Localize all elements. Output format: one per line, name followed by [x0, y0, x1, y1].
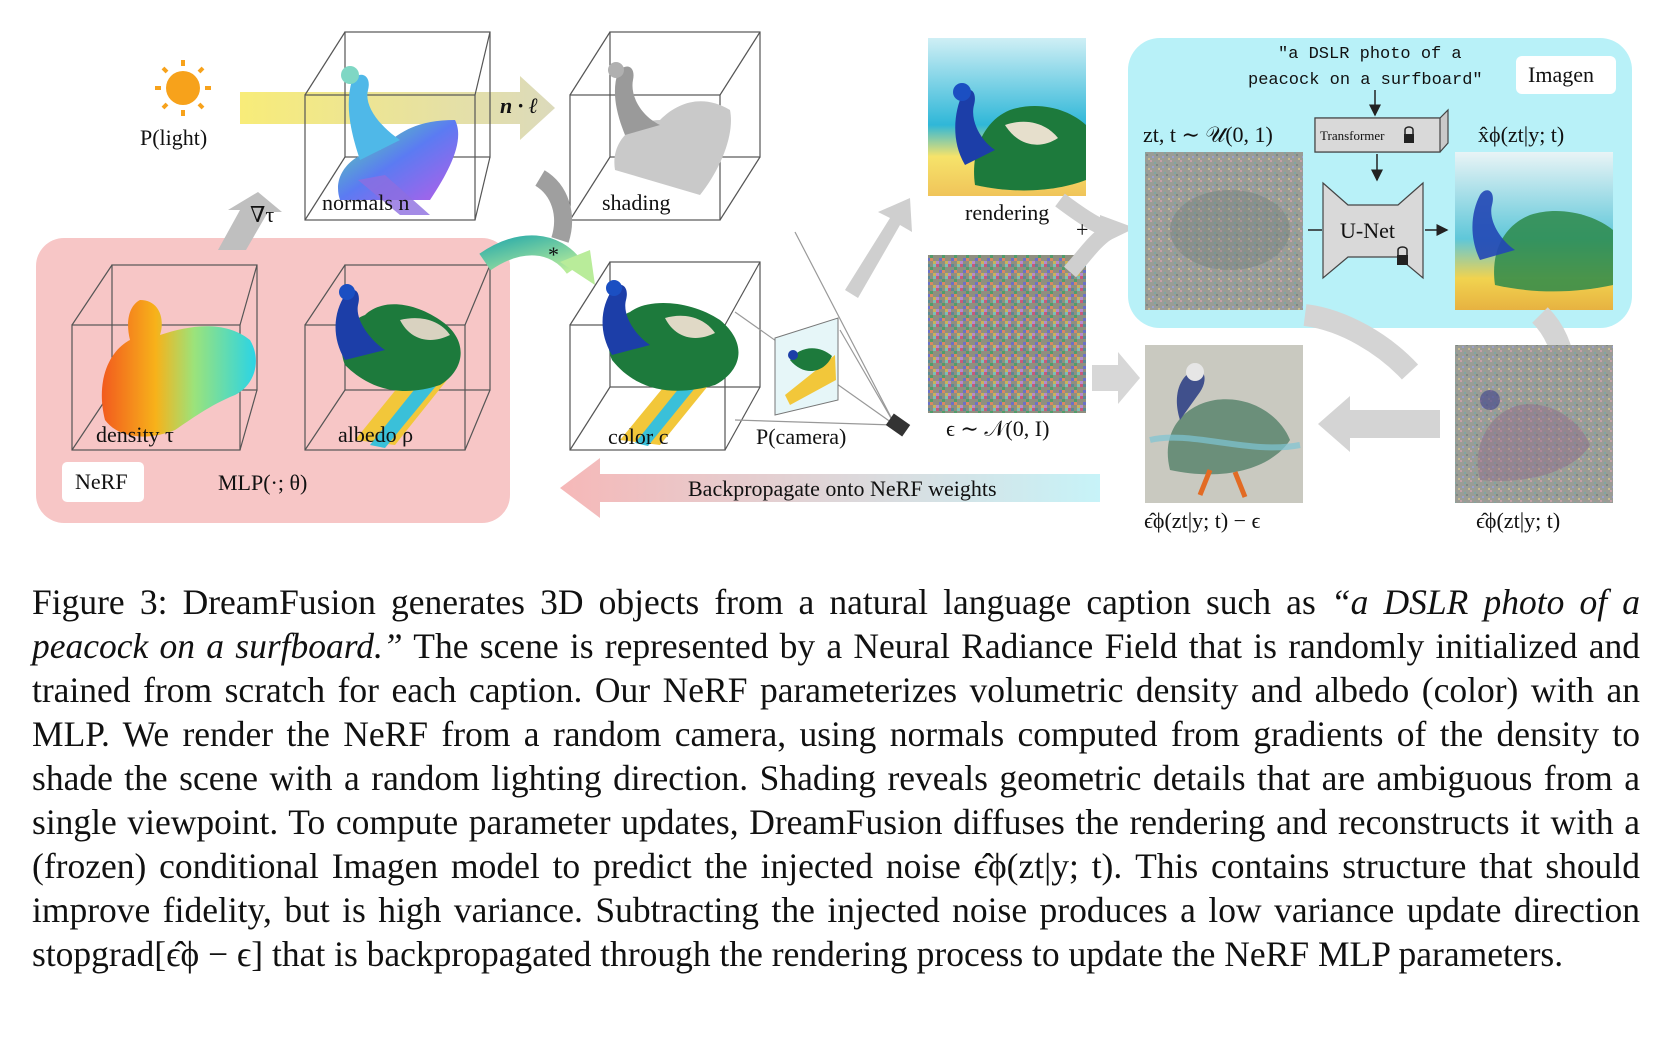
zt-noisy-image — [1145, 152, 1303, 310]
epshat-label: ϵ̂ϕ(zt|y; t) — [1476, 508, 1560, 533]
imagen-label-box — [1516, 56, 1616, 94]
diff-label: ϵ̂ϕ(zt|y; t) − ϵ — [1144, 508, 1261, 533]
noise-to-diff-arrow — [1092, 352, 1140, 404]
noise-label: ϵ ∼ 𝒩(0, I) — [946, 416, 1049, 441]
dreamfusion-figure: P(light) normals n n · ℓ shading ∇τ — [36, 31, 1632, 533]
epshat-image — [1455, 345, 1613, 503]
unet-lock-icon — [1397, 246, 1408, 265]
epshat-to-diff-arrow — [1318, 396, 1440, 452]
backprop-arrow — [560, 458, 1100, 518]
nerf-label: NeRF — [75, 469, 128, 494]
albedo-label: albedo ρ — [338, 422, 413, 447]
light-label: P(light) — [140, 125, 207, 150]
transformer-box: Transformer — [1314, 108, 1449, 153]
normals-peacock — [338, 66, 459, 215]
shading-peacock — [608, 62, 731, 195]
figure-svg: P(light) normals n n · ℓ shading ∇τ — [36, 31, 1632, 533]
shading-to-color-arrow — [534, 170, 573, 243]
noise-image — [928, 255, 1086, 413]
lock-icon — [1404, 126, 1414, 143]
star-label: * — [548, 242, 559, 267]
ndotl-label: n · ℓ — [500, 93, 538, 118]
plus-label: + — [1076, 217, 1088, 242]
zt-to-epshat-arrow — [1303, 304, 1419, 380]
density-label: density τ — [96, 422, 174, 447]
nerf-label-box — [62, 462, 144, 502]
grad-label: ∇τ — [250, 202, 274, 227]
prompt-line-1: "a DSLR photo of a — [1278, 45, 1462, 64]
camera-label: P(camera) — [756, 424, 846, 449]
to-rendering-arrow — [845, 198, 912, 298]
camera-frustum — [734, 231, 911, 437]
xhat-image — [1455, 152, 1613, 310]
imagen-label: Imagen — [1528, 62, 1594, 87]
figure-caption: Figure 3: DreamFusion generates 3D objec… — [32, 580, 1640, 976]
xhat-label: x̂ϕ(zt|y; t) — [1478, 122, 1564, 147]
caption-body: The scene is represented by a Neural Rad… — [32, 626, 1641, 974]
mlp-label: MLP(·; θ) — [218, 470, 307, 495]
gradient-arrow — [218, 192, 282, 250]
unet-block: U-Net — [1322, 181, 1424, 280]
transformer-label: Transformer — [1320, 128, 1385, 143]
color-peacock — [602, 280, 739, 446]
sun-icon — [155, 60, 211, 116]
unet-label: U-Net — [1340, 218, 1395, 243]
caption-quote: “a DSLR photo of a peacock on a surfboar… — [32, 582, 1640, 666]
rendering-image — [928, 38, 1086, 196]
albedo-to-color-arrow — [479, 235, 595, 285]
albedo-peacock — [335, 284, 461, 448]
prompt-line-2: peacock on a surfboard" — [1248, 71, 1483, 90]
color-label: color c — [608, 424, 669, 449]
backprop-label: Backpropagate onto NeRF weights — [688, 476, 997, 501]
rendering-label: rendering — [965, 200, 1049, 225]
camera-icon — [885, 413, 911, 437]
shading-label: shading — [602, 190, 670, 215]
zt-label: zt, t ∼ 𝒰(0, 1) — [1143, 122, 1273, 147]
normals-label: normals n — [322, 190, 409, 215]
caption-prefix: Figure 3: DreamFusion generates 3D objec… — [32, 582, 1331, 622]
density-blob — [101, 300, 256, 437]
normals-cube — [304, 31, 491, 221]
diff-image — [1145, 345, 1303, 503]
